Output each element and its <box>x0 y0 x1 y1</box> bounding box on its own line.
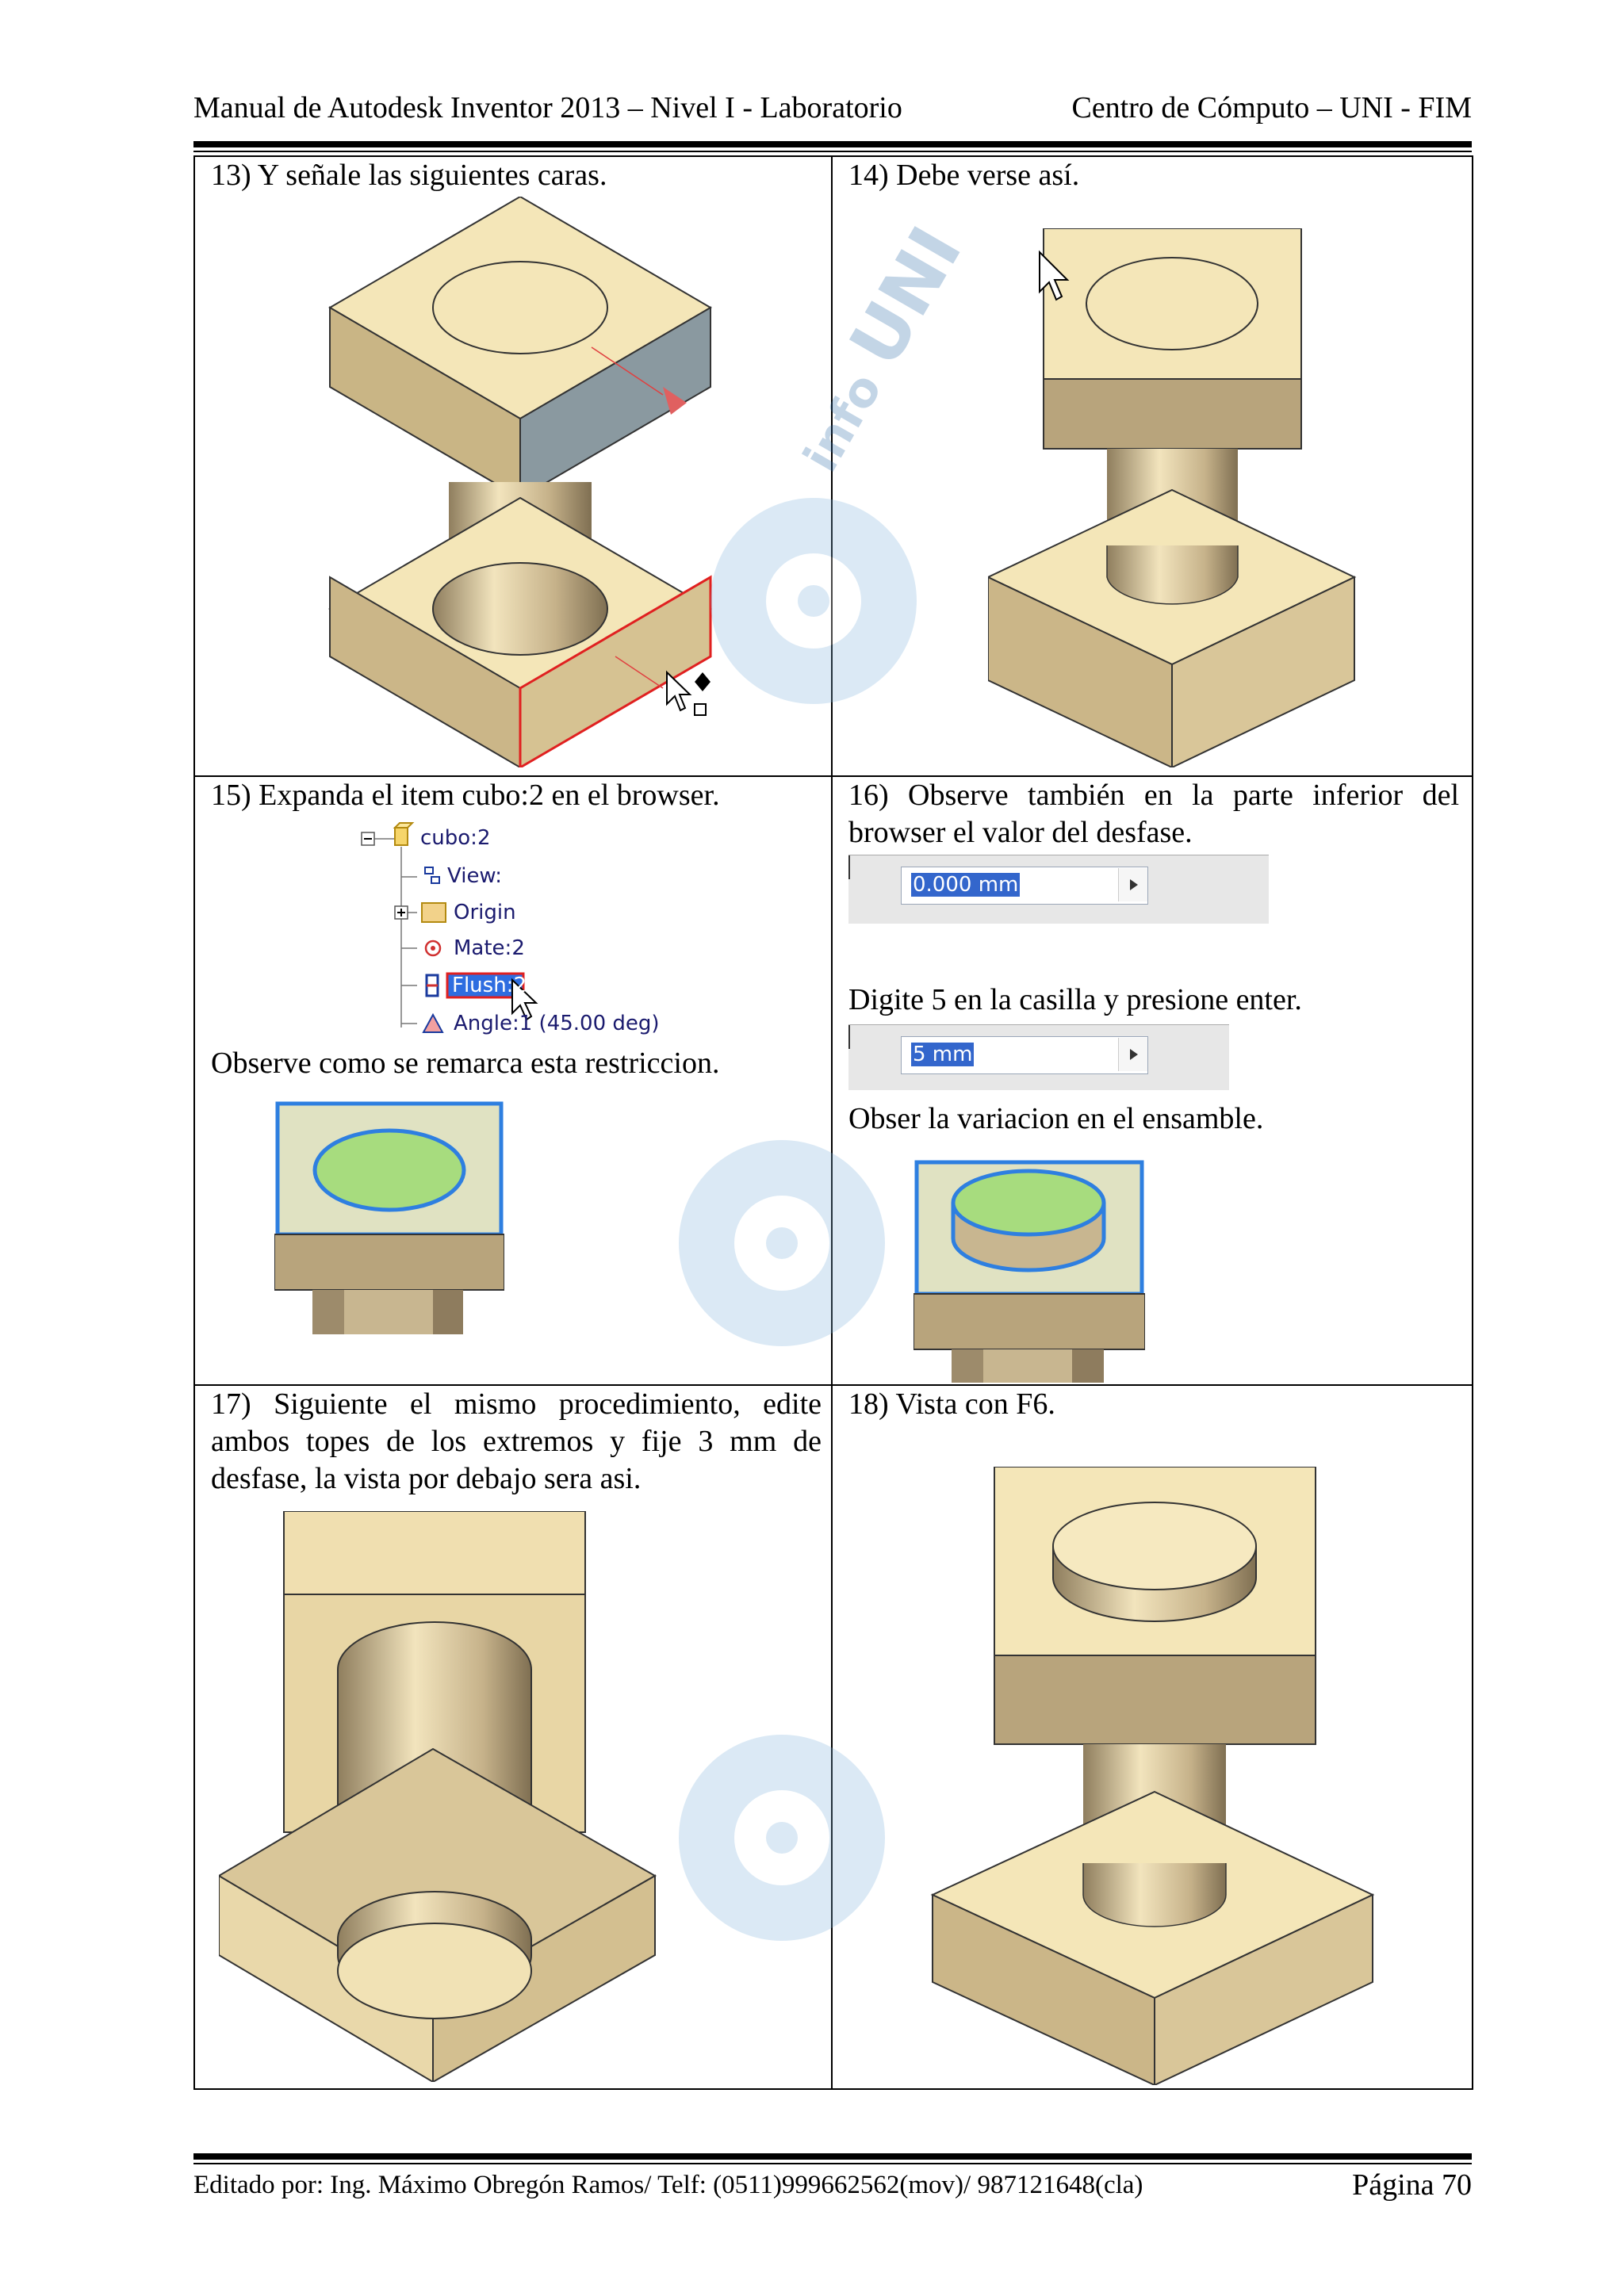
row-divider-2 <box>195 1384 1472 1386</box>
offset-input-2-value: 5 mm <box>911 1043 975 1066</box>
header-rule-thin <box>193 151 1472 152</box>
column-divider <box>831 157 833 2088</box>
footer-author: Editado por: Ing. Máximo Obregón Ramos/ … <box>193 2171 1143 2199</box>
header-title: Manual de Autodesk Inventor 2013 – Nivel… <box>193 91 902 124</box>
step-17-figure <box>219 1511 657 2082</box>
mouse-cursor-icon <box>666 670 692 712</box>
step-13-figure <box>328 197 712 767</box>
page-header: Manual de Autodesk Inventor 2013 – Nivel… <box>193 90 1472 138</box>
watermark-logo <box>679 1735 885 1941</box>
offset-input-1-value: 0.000 mm <box>911 873 1021 897</box>
offset-input-1[interactable]: 0.000 mm <box>901 867 1148 905</box>
step-16-result: Obser la variacion en el ensamble. <box>848 1102 1264 1135</box>
page-number: Página 70 <box>1352 2168 1472 2202</box>
tree-item-flush[interactable]: Flush:2 <box>452 974 527 997</box>
tree-item-view[interactable]: View: <box>447 864 503 888</box>
step-17-text: 17) Siguiente el mismo procedimiento, ed… <box>211 1387 822 1495</box>
watermark-logo <box>710 498 917 704</box>
step-14-text: 14) Debe verse así. <box>848 159 1080 192</box>
mouse-cursor-icon <box>1039 250 1070 301</box>
mouse-cursor-icon <box>511 978 538 1021</box>
header-institution: Centro de Cómputo – UNI - FIM <box>1071 91 1472 124</box>
watermark-logo <box>679 1140 885 1346</box>
step-18-figure <box>930 1467 1375 2085</box>
offset-panel-1: 0.000 mm <box>848 855 1269 924</box>
step-16-instruction: Digite 5 en la casilla y presione enter. <box>848 983 1302 1016</box>
steps-table: 13) Y señale las siguientes caras. <box>193 155 1473 2090</box>
header-rule <box>193 141 1472 147</box>
tree-item-angle[interactable]: Angle:1 (45.00 deg) <box>454 1012 660 1035</box>
step-15-text: 15) Expanda el item cubo:2 en el browser… <box>211 779 720 812</box>
offset-input-2[interactable]: 5 mm <box>901 1036 1148 1074</box>
page-footer: Editado por: Ing. Máximo Obregón Ramos/ … <box>193 2166 1472 2206</box>
tree-item-origin[interactable]: Origin <box>454 901 516 924</box>
step-15-note: Observe como se remarca esta restriccion… <box>211 1047 720 1080</box>
step-16-text: 16) Observe también en la parte inferior… <box>848 779 1459 849</box>
row-divider-1 <box>195 775 1472 777</box>
tree-root-label[interactable]: cubo:2 <box>420 826 491 850</box>
step-13-text: 13) Y señale las siguientes caras. <box>211 159 607 192</box>
offset-dropdown-arrow-icon[interactable] <box>1118 1038 1147 1071</box>
model-browser-tree: cubo:2 View: Origin Mate:2 Flush:2 Angle… <box>354 821 671 1051</box>
offset-panel-2: 5 mm <box>848 1024 1229 1090</box>
step-16-figure <box>914 1160 1145 1383</box>
step-14-figure <box>988 228 1357 767</box>
tree-item-mate[interactable]: Mate:2 <box>454 936 525 960</box>
step-18-text: 18) Vista con F6. <box>848 1387 1055 1421</box>
step-15-figure <box>274 1101 504 1334</box>
offset-dropdown-arrow-icon[interactable] <box>1118 868 1147 901</box>
footer-rule <box>193 2153 1472 2160</box>
footer-rule-thin <box>193 2163 1472 2164</box>
